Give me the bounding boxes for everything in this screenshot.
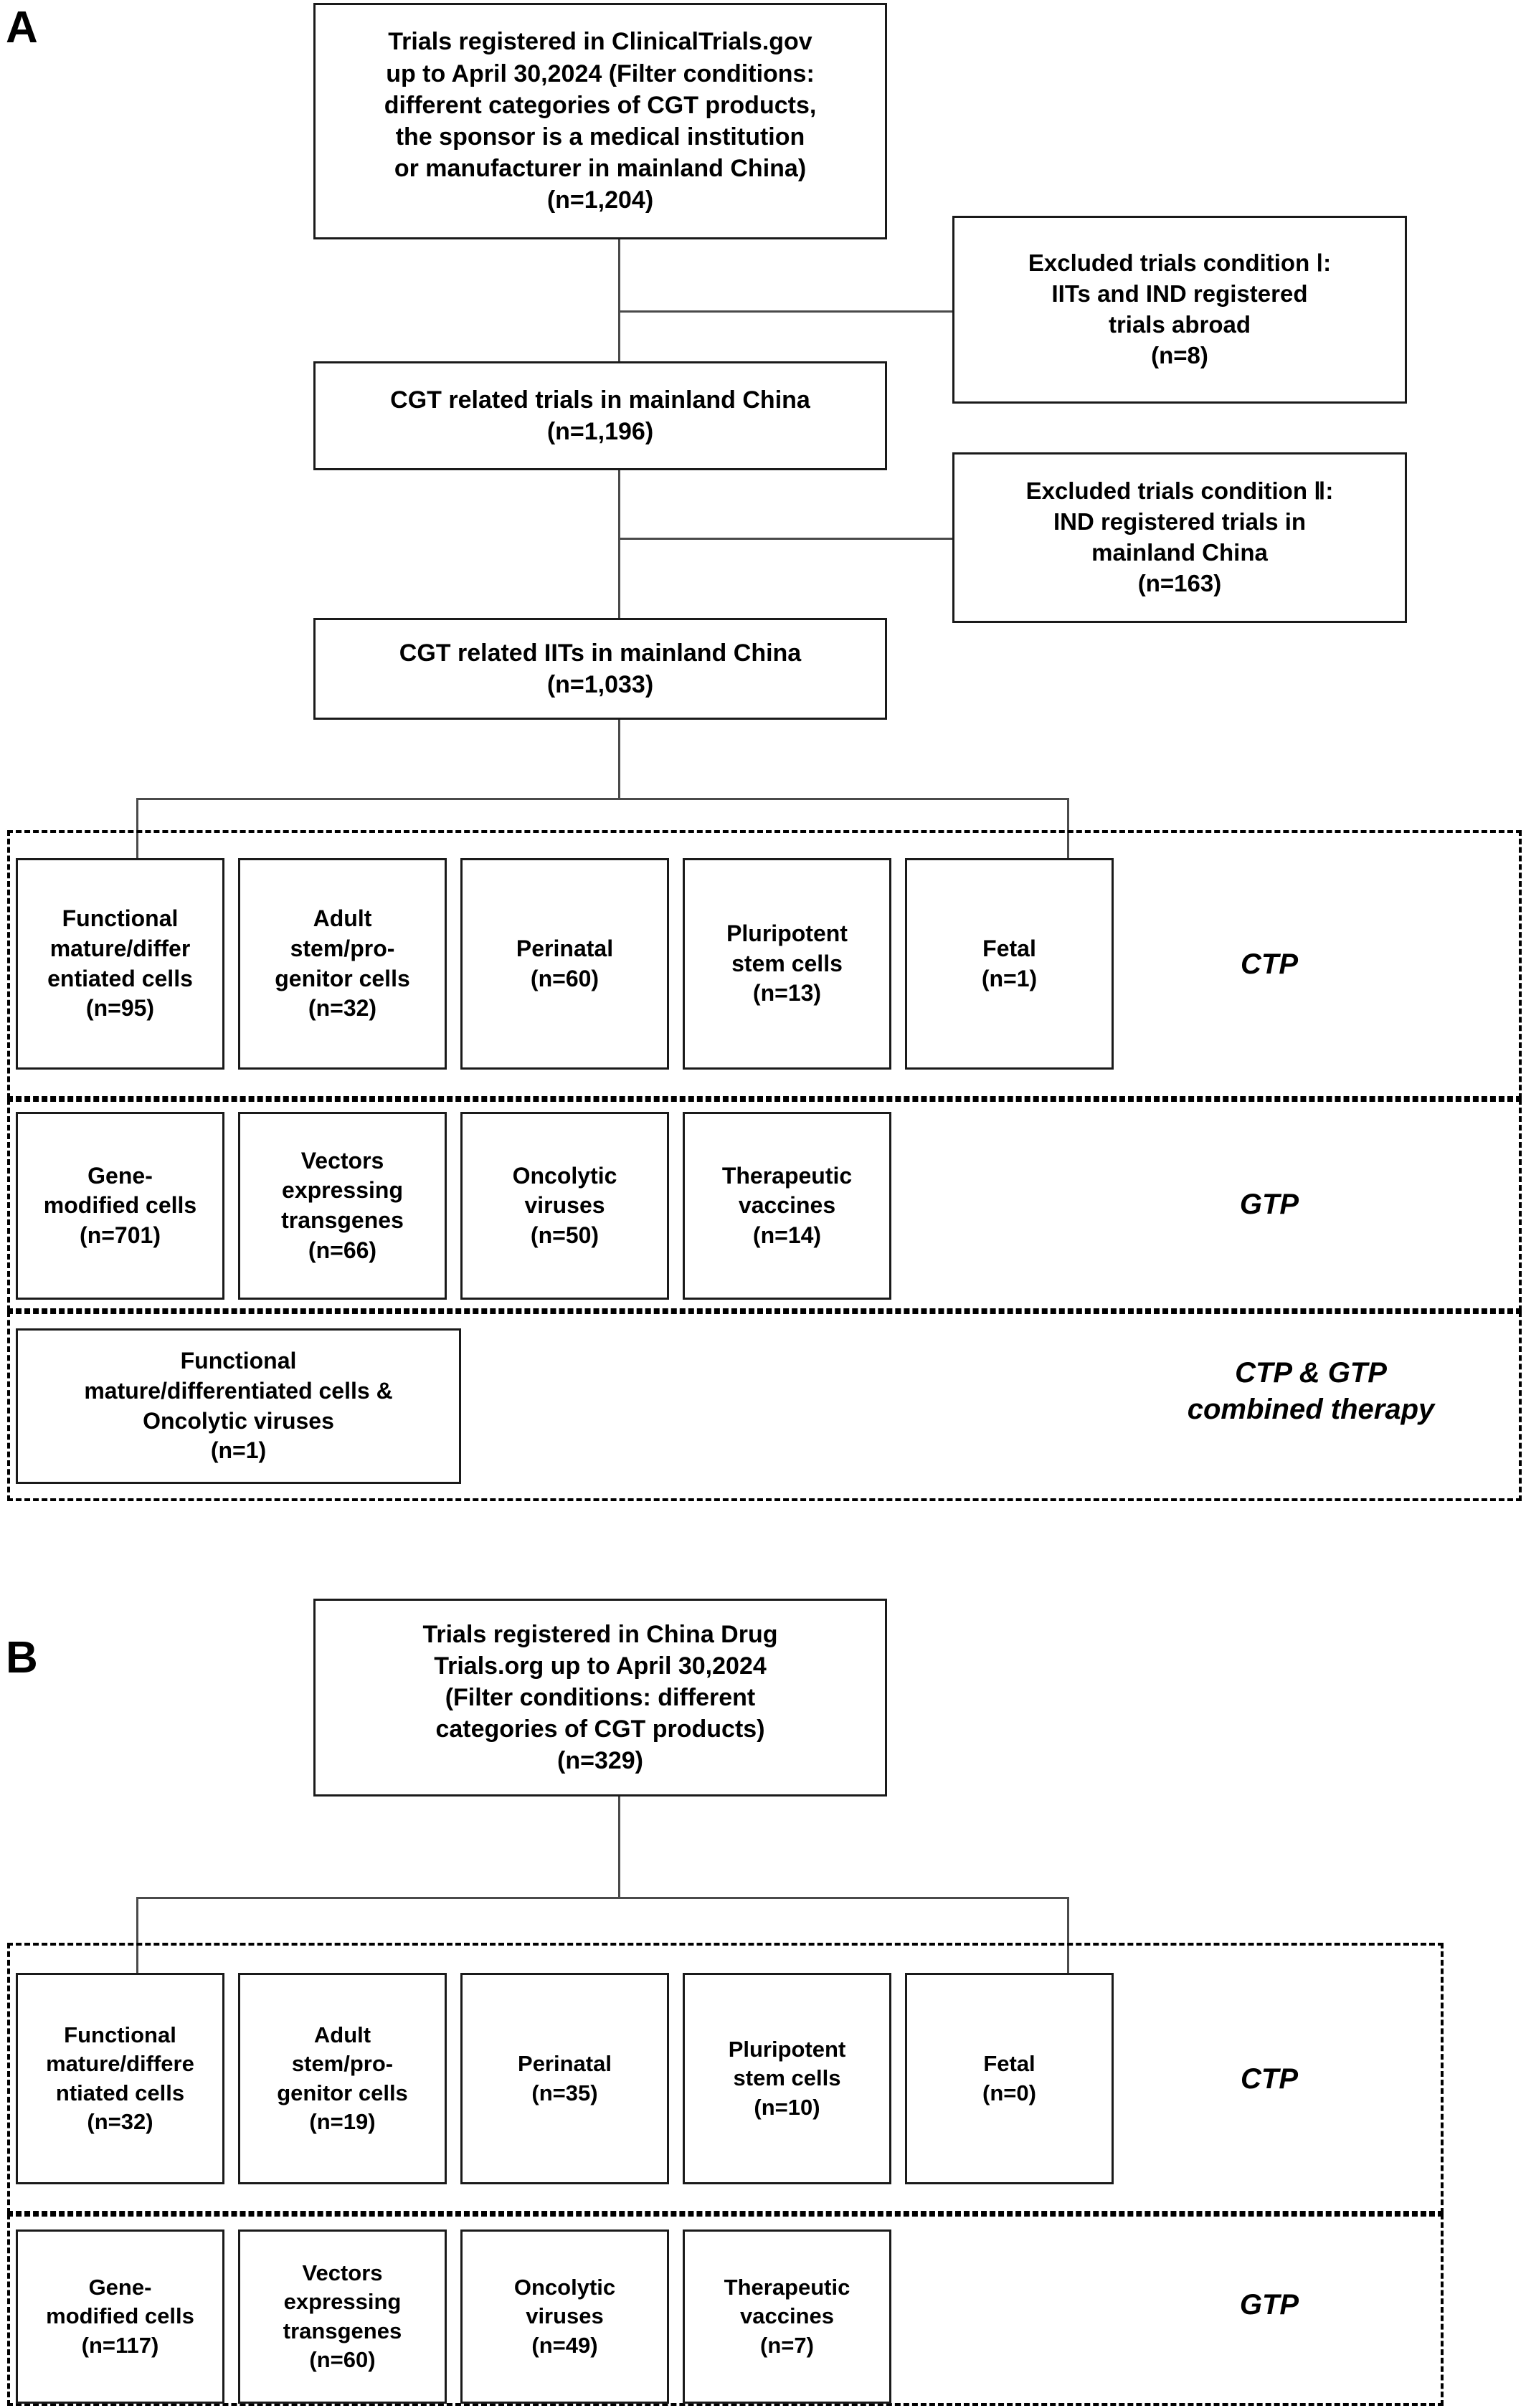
panel-b-ctp-item-4: Fetal (n=0) — [905, 1973, 1114, 2184]
panel-a-connector-v3 — [618, 720, 620, 799]
panel-b-connector-v1 — [618, 1797, 620, 1898]
panel-b-group-ctp — [7, 1943, 1444, 2214]
panel-a-group-combined — [7, 1311, 1522, 1501]
panel-b-ctp-item-2: Perinatal (n=35) — [460, 1973, 669, 2184]
panel-a-exclusion-text-2: Excluded trials condition Ⅱ: IND registe… — [1025, 477, 1334, 596]
panel-b-connector-drop-left — [136, 1897, 138, 1976]
panel-b-group-label-ctp: CTP — [1241, 2063, 1298, 2095]
panel-a-ctp-item-2-text: Perinatal (n=60) — [516, 935, 614, 991]
panel-b-ctp-item-1-text: Adult stem/pro- genitor cells (n=19) — [277, 2022, 408, 2134]
panel-b-ctp-item-2-text: Perinatal (n=35) — [518, 2051, 612, 2105]
panel-a-intermediate-box-1: CGT related trials in mainland China (n=… — [313, 361, 887, 470]
panel-a-group-label-combined: CTP & GTP combined therapy — [1187, 1357, 1435, 1426]
panel-a-intermediate-box-2: CGT related IITs in mainland China (n=1,… — [313, 618, 887, 720]
panel-a-intermediate-text-1: CGT related trials in mainland China (n=… — [390, 386, 810, 445]
panel-a-gtp-item-0-text: Gene- modified cells (n=701) — [43, 1162, 197, 1248]
panel-b-ctp-item-0: Functional mature/differe ntiated cells … — [16, 1973, 224, 2184]
panel-a-connector-h2 — [618, 538, 952, 540]
panel-a-ctp-item-0: Functional mature/differ entiated cells … — [16, 858, 224, 1070]
panel-a-group-label-gtp: GTP — [1239, 1189, 1299, 1220]
panel-b-ctp-item-3: Pluripotent stem cells (n=10) — [683, 1973, 891, 2184]
panel-b-ctp-item-1: Adult stem/pro- genitor cells (n=19) — [238, 1973, 447, 2184]
panel-a-exclusion-text-1: Excluded trials condition Ⅰ: IITs and IN… — [1028, 249, 1332, 368]
panel-b-gtp-item-2-text: Oncolytic viruses (n=49) — [513, 2275, 616, 2358]
panel-a-combined-item-0-text: Functional mature/differentiated cells &… — [84, 1348, 393, 1464]
panel-a-group-ctp — [7, 830, 1522, 1099]
panel-b-gtp-item-3-text: Therapeutic vaccines (n=7) — [724, 2275, 850, 2358]
panel-a-gtp-item-1-text: Vectors expressing transgenes (n=66) — [281, 1147, 404, 1263]
panel-a-gtp-item-2: Oncolytic viruses (n=50) — [460, 1112, 669, 1300]
panel-a-connector-v2 — [618, 470, 620, 621]
panel-b-gtp-item-2: Oncolytic viruses (n=49) — [460, 2229, 669, 2404]
panel-b-ctp-item-3-text: Pluripotent stem cells (n=10) — [728, 2037, 846, 2120]
panel-a-ctp-item-3-text: Pluripotent stem cells (n=13) — [726, 920, 848, 1006]
panel-a-gtp-item-3: Therapeutic vaccines (n=14) — [683, 1112, 891, 1300]
panel-b-gtp-item-3: Therapeutic vaccines (n=7) — [683, 2229, 891, 2404]
panel-a-ctp-item-2: Perinatal (n=60) — [460, 858, 669, 1070]
panel-a-ctp-item-4: Fetal (n=1) — [905, 858, 1114, 1070]
panel-letter-a: A — [6, 3, 38, 52]
panel-a-intermediate-text-2: CGT related IITs in mainland China (n=1,… — [399, 639, 802, 698]
panel-a-gtp-item-2-text: Oncolytic viruses (n=50) — [512, 1162, 617, 1248]
panel-a-ctp-item-1-text: Adult stem/pro- genitor cells (n=32) — [275, 905, 410, 1022]
panel-b-gtp-item-1: Vectors expressing transgenes (n=60) — [238, 2229, 447, 2404]
panel-a-source-text: Trials registered in ClinicalTrials.gov … — [384, 28, 817, 214]
panel-a-exclusion-box-2: Excluded trials condition Ⅱ: IND registe… — [952, 452, 1407, 623]
panel-a-gtp-item-1: Vectors expressing transgenes (n=66) — [238, 1112, 447, 1300]
panel-a-gtp-item-0: Gene- modified cells (n=701) — [16, 1112, 224, 1300]
panel-a-connector-drop-right — [1067, 798, 1069, 861]
panel-b-ctp-item-4-text: Fetal (n=0) — [982, 2051, 1036, 2105]
panel-a-connector-hbar — [136, 798, 1069, 800]
panel-a-group-label-ctp: CTP — [1241, 948, 1298, 980]
panel-a-group-gtp — [7, 1099, 1522, 1311]
panel-b-source-text: Trials registered in China Drug Trials.o… — [422, 1620, 778, 1775]
panel-b-gtp-item-1-text: Vectors expressing transgenes (n=60) — [283, 2260, 402, 2372]
panel-b-group-gtp — [7, 2214, 1444, 2406]
panel-a-source-box: Trials registered in ClinicalTrials.gov … — [313, 3, 887, 239]
panel-letter-b: B — [6, 1633, 38, 1683]
panel-b-connector-hbar — [136, 1897, 1069, 1899]
panel-a-connector-drop-left — [136, 798, 138, 861]
panel-b-connector-drop-right — [1067, 1897, 1069, 1976]
panel-a-ctp-item-1: Adult stem/pro- genitor cells (n=32) — [238, 858, 447, 1070]
panel-b-gtp-item-0: Gene- modified cells (n=117) — [16, 2229, 224, 2404]
panel-a-ctp-item-4-text: Fetal (n=1) — [981, 935, 1038, 991]
panel-b-source-box: Trials registered in China Drug Trials.o… — [313, 1599, 887, 1797]
panel-a-combined-item-0: Functional mature/differentiated cells &… — [16, 1328, 461, 1484]
panel-a-gtp-item-3-text: Therapeutic vaccines (n=14) — [721, 1162, 853, 1248]
panel-b-ctp-item-0-text: Functional mature/differe ntiated cells … — [46, 2022, 194, 2134]
panel-a-exclusion-box-1: Excluded trials condition Ⅰ: IITs and IN… — [952, 216, 1407, 404]
panel-a-connector-h1 — [618, 310, 952, 313]
panel-a-ctp-item-0-text: Functional mature/differ entiated cells … — [47, 905, 193, 1022]
panel-b-gtp-item-0-text: Gene- modified cells (n=117) — [46, 2275, 194, 2358]
panel-a-ctp-item-3: Pluripotent stem cells (n=13) — [683, 858, 891, 1070]
panel-b-group-label-gtp: GTP — [1239, 2289, 1299, 2321]
